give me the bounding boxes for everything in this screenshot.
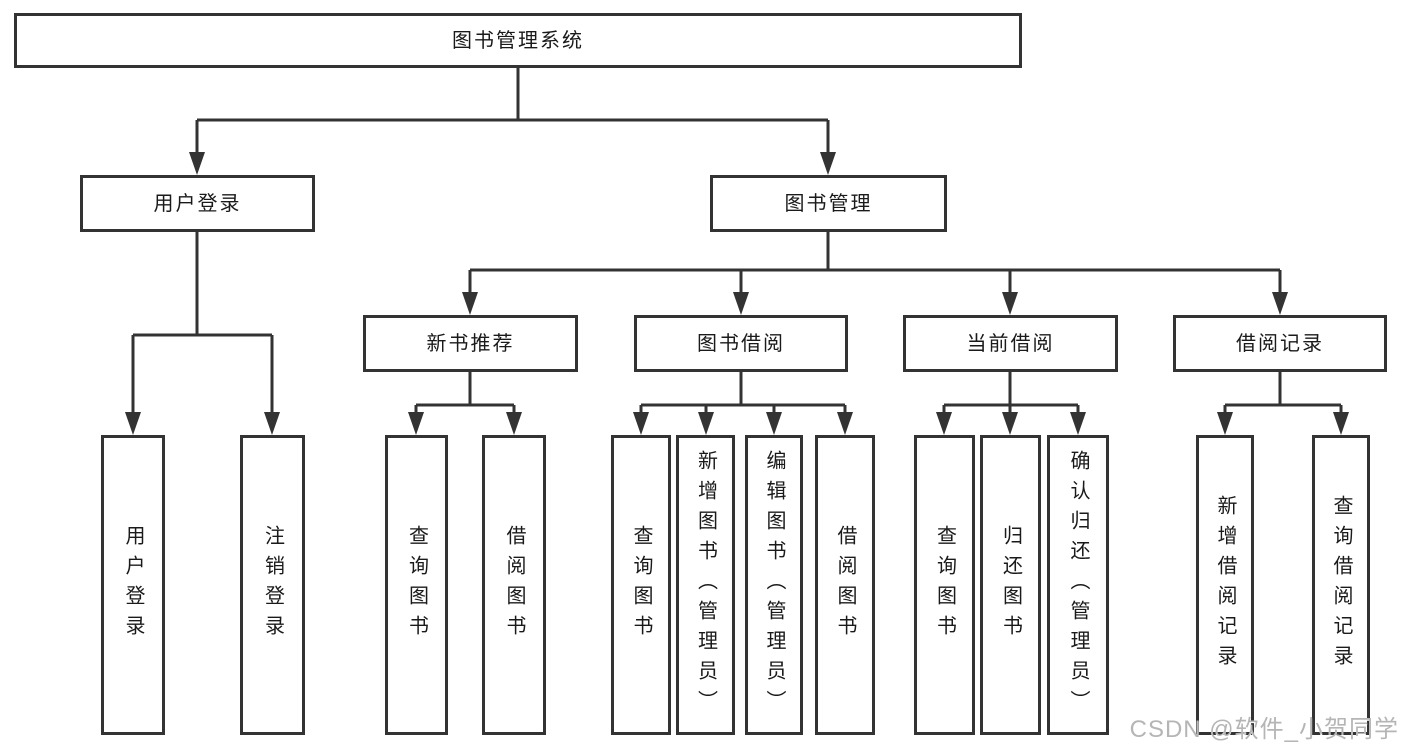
leaf-query-borrow-record: 查询借阅记录 (1312, 435, 1370, 735)
node-borrowing-records: 借阅记录 (1173, 315, 1387, 372)
node-label: 借阅图书 (834, 525, 856, 645)
arrowhead-icon (1070, 412, 1086, 435)
arrowhead-icon (766, 412, 782, 435)
arrowhead-icon (633, 412, 649, 435)
node-library-system: 图书管理系统 (14, 13, 1022, 68)
node-label: 查询借阅记录 (1330, 495, 1352, 675)
node-label: 确认归还（管理员） (1067, 450, 1089, 720)
node-label: 借阅记录 (1236, 332, 1324, 355)
csdn-watermark: CSDN @软件_小贺同学 (1129, 716, 1399, 743)
node-label: 新增借阅记录 (1214, 495, 1236, 675)
node-label: 新增图书（管理员） (694, 450, 717, 720)
arrowhead-icon (125, 412, 141, 435)
arrowhead-icon (1002, 292, 1018, 315)
arrowheads (125, 152, 1349, 435)
arrowhead-icon (264, 412, 280, 435)
arrowhead-icon (506, 412, 522, 435)
node-label: 当前借阅 (966, 332, 1055, 355)
node-new-book-recommendation: 新书推荐 (363, 315, 578, 372)
leaf-confirm-return-admin: 确认归还（管理员） (1047, 435, 1109, 735)
arrowhead-icon (698, 412, 714, 435)
arrowhead-icon (1217, 412, 1233, 435)
arrowhead-icon (462, 292, 478, 315)
arrowhead-icon (1002, 412, 1018, 435)
arrowhead-icon (837, 412, 853, 435)
node-book-management: 图书管理 (710, 175, 947, 232)
arrowhead-icon (408, 412, 424, 435)
node-book-borrowing: 图书借阅 (634, 315, 848, 372)
leaf-recommend-query-books: 查询图书 (385, 435, 448, 735)
node-current-borrowing: 当前借阅 (903, 315, 1118, 372)
node-label: 借阅图书 (503, 525, 525, 645)
leaf-user-login: 用户登录 (101, 435, 165, 735)
leaf-edit-books-admin: 编辑图书（管理员） (745, 435, 803, 735)
node-label: 用户登录 (153, 192, 242, 215)
leaf-add-borrow-record: 新增借阅记录 (1196, 435, 1254, 735)
node-label: 用户登录 (122, 525, 144, 645)
arrowhead-icon (1272, 292, 1288, 315)
connector-path (131, 68, 1343, 416)
arrowhead-icon (1333, 412, 1349, 435)
arrowhead-icon (189, 152, 205, 175)
arrowhead-icon (820, 152, 836, 175)
node-label: 图书管理系统 (452, 29, 584, 52)
node-label: 注销登录 (261, 525, 284, 645)
node-user-login: 用户登录 (80, 175, 315, 232)
leaf-logout: 注销登录 (240, 435, 305, 735)
arrowhead-icon (733, 292, 749, 315)
leaf-borrowing-borrow-books: 借阅图书 (815, 435, 875, 735)
node-label: 查询图书 (933, 525, 956, 645)
node-label: 归还图书 (999, 525, 1022, 645)
node-label: 图书管理 (784, 192, 873, 215)
leaf-borrowing-query-books: 查询图书 (611, 435, 671, 735)
node-label: 查询图书 (405, 525, 428, 645)
leaf-recommend-borrow-books: 借阅图书 (482, 435, 546, 735)
node-label: 查询图书 (630, 525, 652, 645)
node-label: 图书借阅 (697, 332, 785, 355)
node-label: 编辑图书（管理员） (763, 450, 785, 720)
leaf-current-query-books: 查询图书 (914, 435, 975, 735)
leaf-return-books: 归还图书 (980, 435, 1041, 735)
leaf-add-books-admin: 新增图书（管理员） (676, 435, 735, 735)
arrowhead-icon (936, 412, 952, 435)
node-label: 新书推荐 (426, 332, 515, 355)
